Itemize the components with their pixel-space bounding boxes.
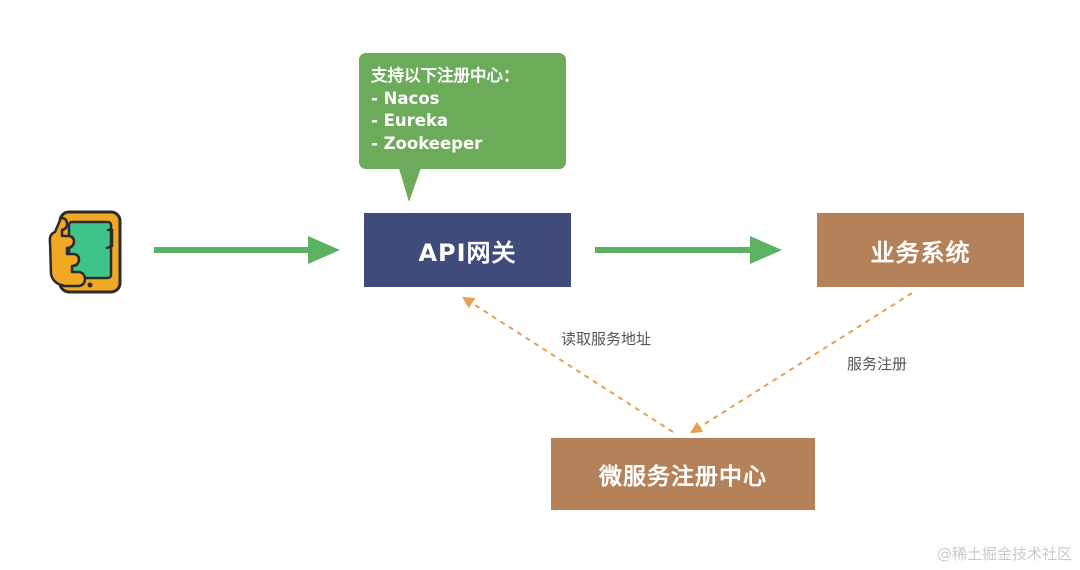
callout-item-nacos: - Nacos <box>371 88 440 108</box>
smartphone-in-hand-icon <box>48 210 122 294</box>
arrow-registry-to-gateway <box>461 296 674 433</box>
arrow-client-to-gateway <box>154 236 340 264</box>
watermark: @稀土掘金技术社区 <box>936 545 1072 563</box>
callout-item-eureka: - Eureka <box>371 111 449 130</box>
callout-item-zookeeper: - Zookeeper <box>371 133 483 153</box>
arrow-gateway-to-business <box>595 236 782 264</box>
service-registration-label: 服务注册 <box>847 355 908 373</box>
business-system-node: 业务系统 <box>817 213 1024 287</box>
arrow-business-to-registry <box>689 292 913 434</box>
registry-support-callout: 支持以下注册中心： - Nacos - Eureka - Zookeeper <box>359 53 566 169</box>
callout-pointer <box>398 165 422 202</box>
read-service-address-label: 读取服务地址 <box>561 330 652 348</box>
api-gateway-node: API网关 <box>364 213 571 287</box>
callout-title: 支持以下注册中心： <box>371 66 520 85</box>
service-registry-node: 微服务注册中心 <box>551 438 815 510</box>
